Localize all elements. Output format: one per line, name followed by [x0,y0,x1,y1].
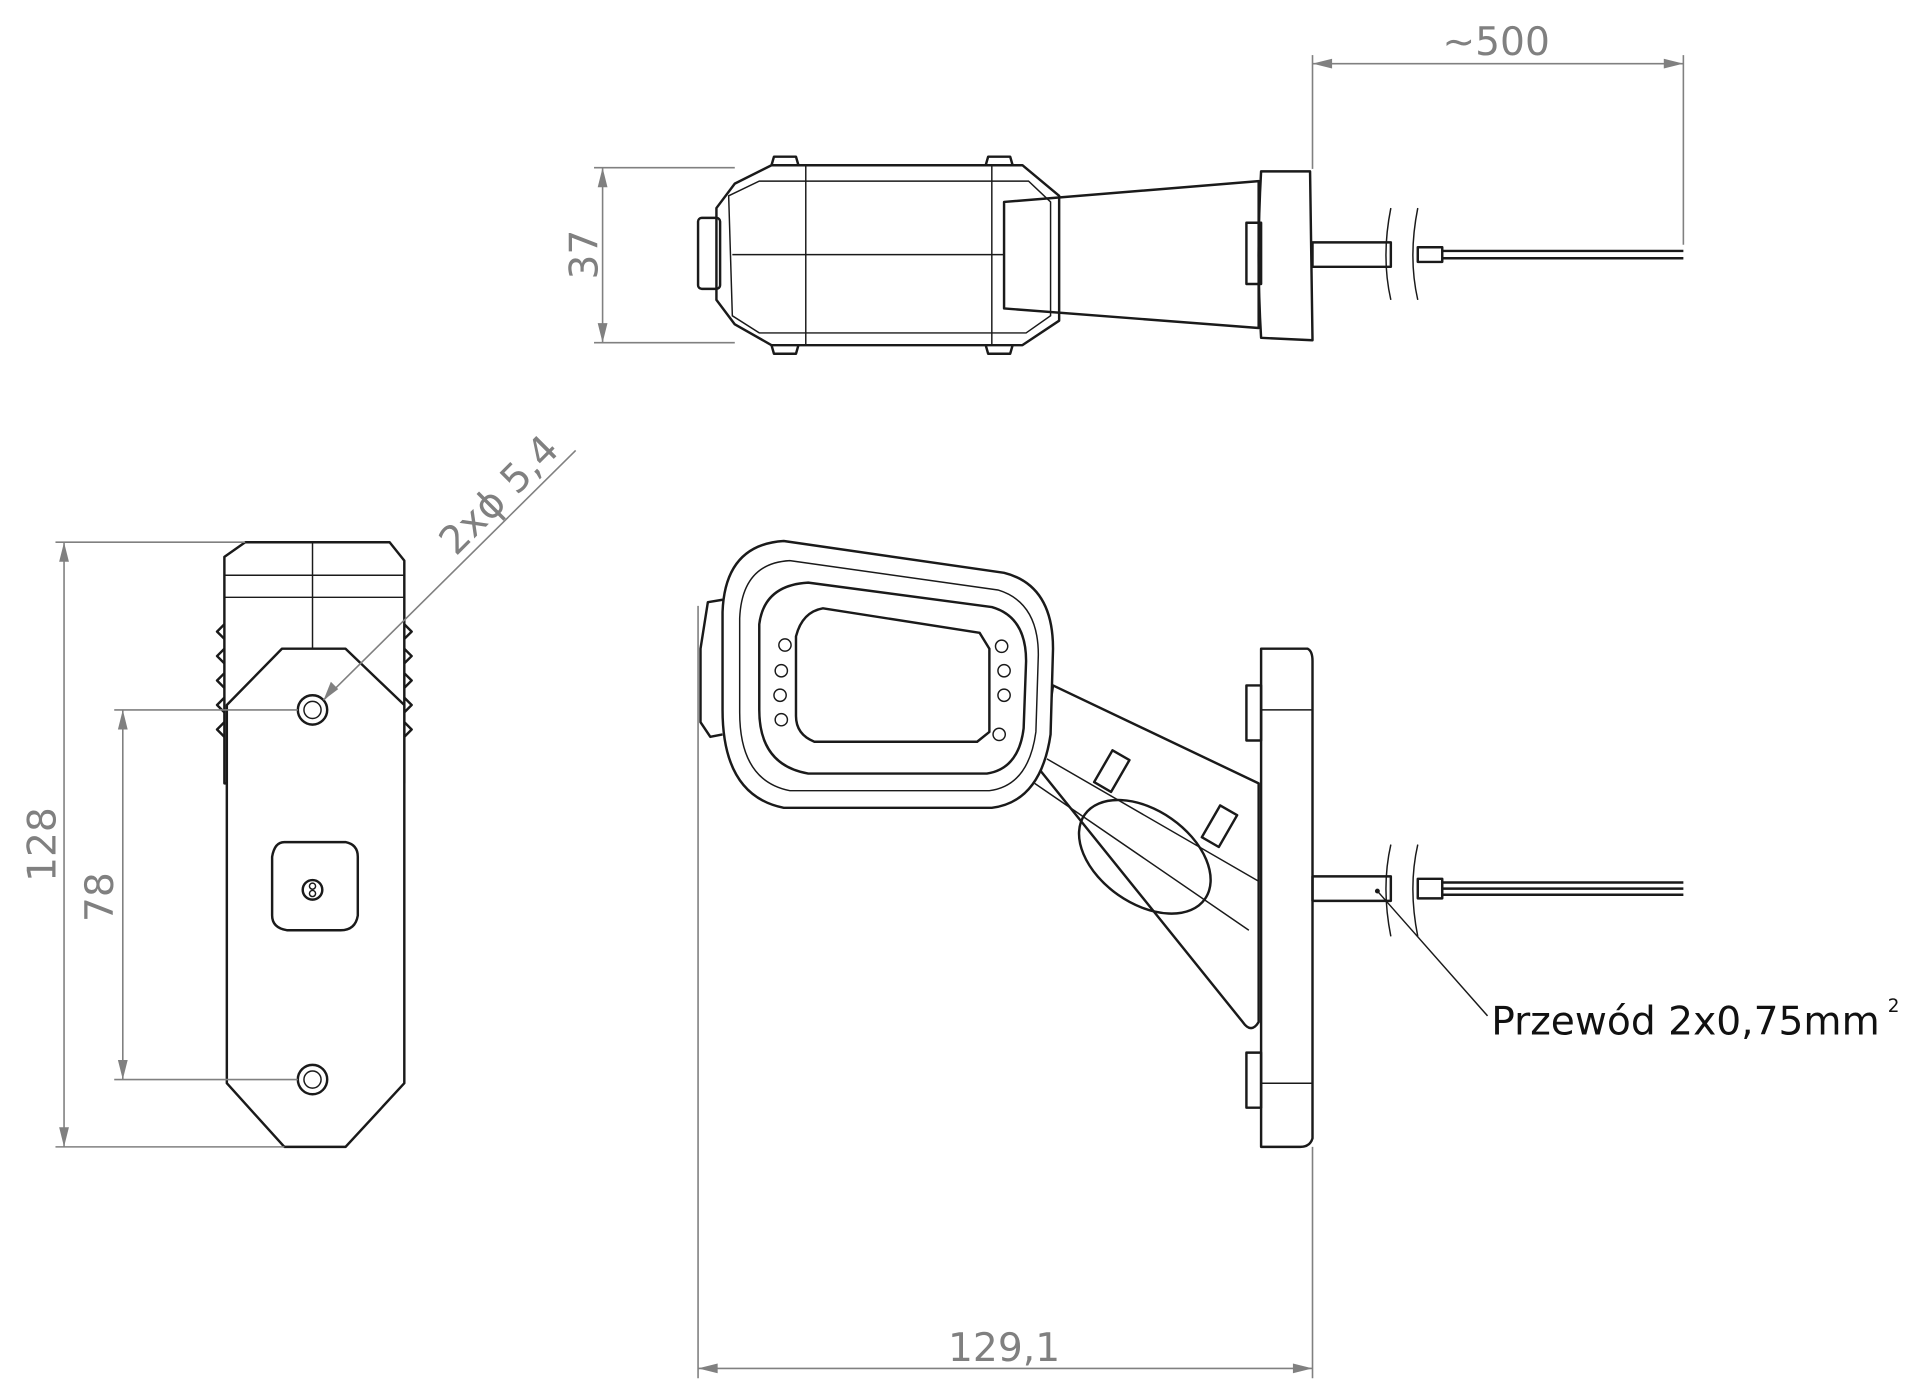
top-view [696,155,1684,355]
dimension-total-height: 128 [20,541,285,1148]
cable-label-superscript: 2 [1888,996,1900,1017]
dimension-label-top-height: 37 [563,230,608,280]
cable-label: Przewód 2x0,75mm [1491,999,1880,1044]
dimension-label-cable-length: ~500 [1442,20,1550,65]
dimension-top-height: 37 [563,166,735,344]
dimension-hole-diameter: 2xϕ 5,4 [322,427,577,701]
dimension-label-total-height: 128 [20,807,65,882]
dimension-total-width: 129,1 [697,605,1314,1379]
cable-note: Przewód 2x0,75mm 2 [1374,888,1900,1044]
side-view [699,539,1684,1149]
led-dots [773,638,1011,742]
dimension-label-total-width: 129,1 [948,1326,1060,1371]
dimension-cable-length: ~500 [1311,20,1685,245]
dimension-label-hole-spacing: 78 [78,872,123,922]
front-view [215,541,413,1149]
dimension-hole-spacing: 78 [78,709,298,1081]
dimension-label-hole-diameter: 2xϕ 5,4 [431,427,568,564]
